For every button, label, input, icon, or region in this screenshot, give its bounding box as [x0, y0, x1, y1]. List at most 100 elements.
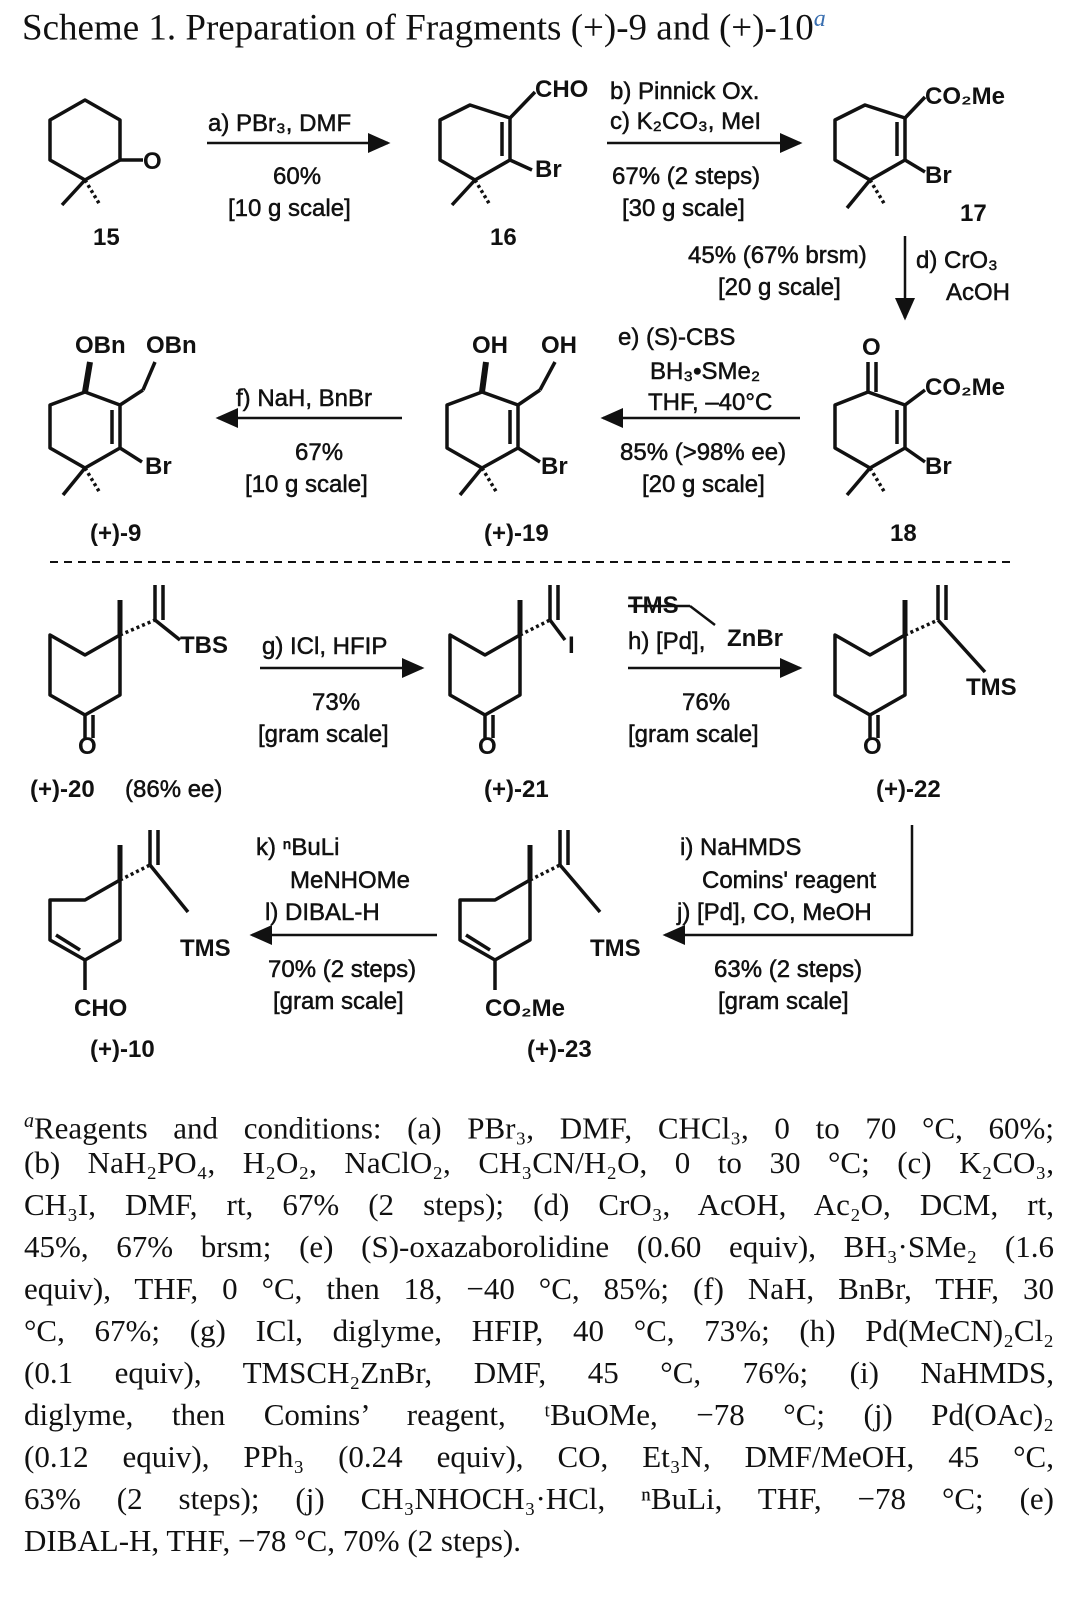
structure-18	[833, 362, 927, 497]
footnote-line: equiv), THF, 0 °C, then 18, −40 °C, 85%;…	[24, 1271, 1054, 1306]
scheme-title: Scheme 1. Preparation of Fragments (+)-9…	[22, 6, 826, 49]
atom-O: O	[143, 148, 162, 175]
step-f-scale: [10 g scale]	[245, 471, 368, 498]
step-h-yield: 76%	[682, 689, 731, 716]
step-a-reagents: a) PBr₃, DMF	[208, 110, 352, 137]
atom-CO2Me: CO₂Me	[485, 995, 566, 1022]
step-c-reagents: c) K₂CO₃, MeI	[610, 108, 762, 135]
footnote-mark: a	[24, 1110, 34, 1132]
footnote-line: aReagents and conditions: (a) PBr₃, DMF,…	[24, 1100, 1054, 1146]
atom-Br: Br	[541, 453, 568, 480]
footnote-line: 45%, 67% brsm; (e) (S)-oxazaborolidine (…	[24, 1229, 1054, 1264]
arrow-ij	[662, 825, 914, 945]
atom-CHO: CHO	[535, 76, 589, 103]
footnote-line: 63% (2 steps); (j) CH₃NHOCH₃·HCl, ⁿBuLi,…	[24, 1481, 1054, 1516]
atom-OH: OH	[541, 332, 577, 359]
footnote-line: CH₃I, DMF, rt, 67% (2 steps); (d) CrO₃, …	[24, 1187, 1054, 1222]
atom-Br: Br	[535, 156, 562, 183]
atom-TMS: TMS	[590, 935, 641, 962]
footnote-line: diglyme, then Comins’ reagent, ᵗBuOMe, −…	[24, 1397, 1054, 1432]
compound-label-16: 16	[490, 224, 517, 251]
structure-22	[833, 585, 987, 738]
reaction-scheme	[48, 90, 1010, 990]
structure-10	[48, 830, 190, 990]
compound-label-9: (+)-9	[90, 520, 142, 547]
atom-Br: Br	[925, 453, 952, 480]
structure-17	[833, 95, 927, 210]
step-d-reagents-2: AcOH	[946, 279, 1011, 306]
footnote-mark: a	[813, 6, 826, 32]
step-k-reagents-2: MeNHOMe	[290, 867, 411, 894]
footnote-line-text: Reagents and conditions: (a) PBr₃, DMF, …	[34, 1110, 1054, 1146]
scheme-footnote: aReagents and conditions: (a) PBr₃, DMF,…	[24, 1100, 1054, 1562]
step-kl-yield: 70% (2 steps)	[268, 956, 417, 983]
atom-O: O	[78, 733, 97, 760]
compound-label-17: 17	[960, 200, 987, 227]
atom-OBn: OBn	[75, 332, 126, 359]
structure-16	[438, 90, 537, 207]
footnote-line: °C, 67%; (g) ICl, diglyme, HFIP, 40 °C, …	[24, 1313, 1054, 1348]
step-a-scale: [10 g scale]	[228, 195, 351, 222]
atom-CO2Me: CO₂Me	[925, 374, 1006, 401]
structure-20	[48, 585, 182, 738]
atom-CHO: CHO	[74, 995, 128, 1022]
compound-label-23: (+)-23	[527, 1036, 592, 1063]
step-h-tms: TMS	[628, 592, 679, 619]
footnote-line: (b) NaH₂PO₄, H₂O₂, NaClO₂, CH₃CN/H₂O, 0 …	[24, 1145, 1054, 1180]
step-bc-yield: 67% (2 steps)	[612, 163, 761, 190]
step-f-yield: 67%	[295, 439, 344, 466]
compound-label-15: 15	[93, 224, 120, 251]
compound-label-10: (+)-10	[90, 1036, 155, 1063]
step-ij-scale: [gram scale]	[718, 988, 849, 1015]
atom-CO2Me: CO₂Me	[925, 83, 1006, 110]
step-bc-scale: [30 g scale]	[622, 195, 745, 222]
step-d-yield: 45% (67% brsm)	[688, 242, 867, 269]
atom-OH: OH	[472, 332, 508, 359]
step-i-reagents-2: Comins' reagent	[702, 867, 877, 894]
atom-Br: Br	[925, 162, 952, 189]
step-k-reagents: k) ⁿBuLi	[256, 834, 340, 861]
step-d-reagents: d) CrO₃	[916, 247, 998, 274]
step-l-reagents: l) DIBAL-H	[265, 899, 380, 926]
scheme-title-text: Scheme 1. Preparation of Fragments (+)-9…	[22, 7, 814, 49]
step-a-yield: 60%	[273, 163, 322, 190]
structure-21	[448, 585, 567, 738]
structure-19	[445, 361, 557, 497]
step-e-scale: [20 g scale]	[642, 471, 765, 498]
step-i-reagents: i) NaHMDS	[680, 834, 802, 861]
step-f-reagents: f) NaH, BnBr	[236, 385, 373, 412]
step-d-scale: [20 g scale]	[718, 274, 841, 301]
atom-Br: Br	[145, 453, 172, 480]
structure-9	[48, 361, 157, 497]
atom-O: O	[862, 334, 881, 361]
footnote-line: (0.1 equiv), TMSCH₂ZnBr, DMF, 45 °C, 76%…	[24, 1355, 1054, 1390]
step-h-reagents: h) [Pd],	[628, 628, 706, 655]
step-j-reagents: j) [Pd], CO, MeOH	[677, 899, 872, 926]
footnote-line: DIBAL-H, THF, −78 °C, 70% (2 steps).	[24, 1523, 521, 1558]
atom-OBn: OBn	[146, 332, 197, 359]
step-g-yield: 73%	[312, 689, 361, 716]
compound-label-22: (+)-22	[876, 776, 941, 803]
compound-label-19: (+)-19	[484, 520, 549, 547]
footnote-line: (0.12 equiv), PPh₃ (0.24 equiv), CO, Et₃…	[24, 1439, 1054, 1474]
step-e-yield: 85% (>98% ee)	[620, 439, 787, 466]
step-h-znbr: ZnBr	[727, 625, 783, 652]
atom-O: O	[478, 733, 497, 760]
compound-20-ee: (86% ee)	[125, 776, 223, 803]
atom-TMS: TMS	[180, 935, 231, 962]
atom-TMS: TMS	[966, 674, 1017, 701]
structure-23	[458, 830, 602, 990]
compound-label-21: (+)-21	[484, 776, 549, 803]
step-e-reagents: e) (S)-CBS	[618, 324, 736, 351]
atom-O: O	[863, 733, 882, 760]
step-h-scale: [gram scale]	[628, 721, 759, 748]
step-e-reagents-3: THF, –40°C	[648, 389, 773, 416]
compound-label-20: (+)-20	[30, 776, 95, 803]
step-b-reagents: b) Pinnick Ox.	[610, 78, 760, 105]
step-g-scale: [gram scale]	[258, 721, 389, 748]
step-g-reagents: g) ICl, HFIP	[262, 633, 388, 660]
step-e-reagents-2: BH₃•SMe₂	[650, 358, 761, 385]
step-ij-yield: 63% (2 steps)	[714, 956, 863, 983]
atom-TBS: TBS	[180, 632, 228, 659]
atom-I: I	[568, 632, 575, 659]
